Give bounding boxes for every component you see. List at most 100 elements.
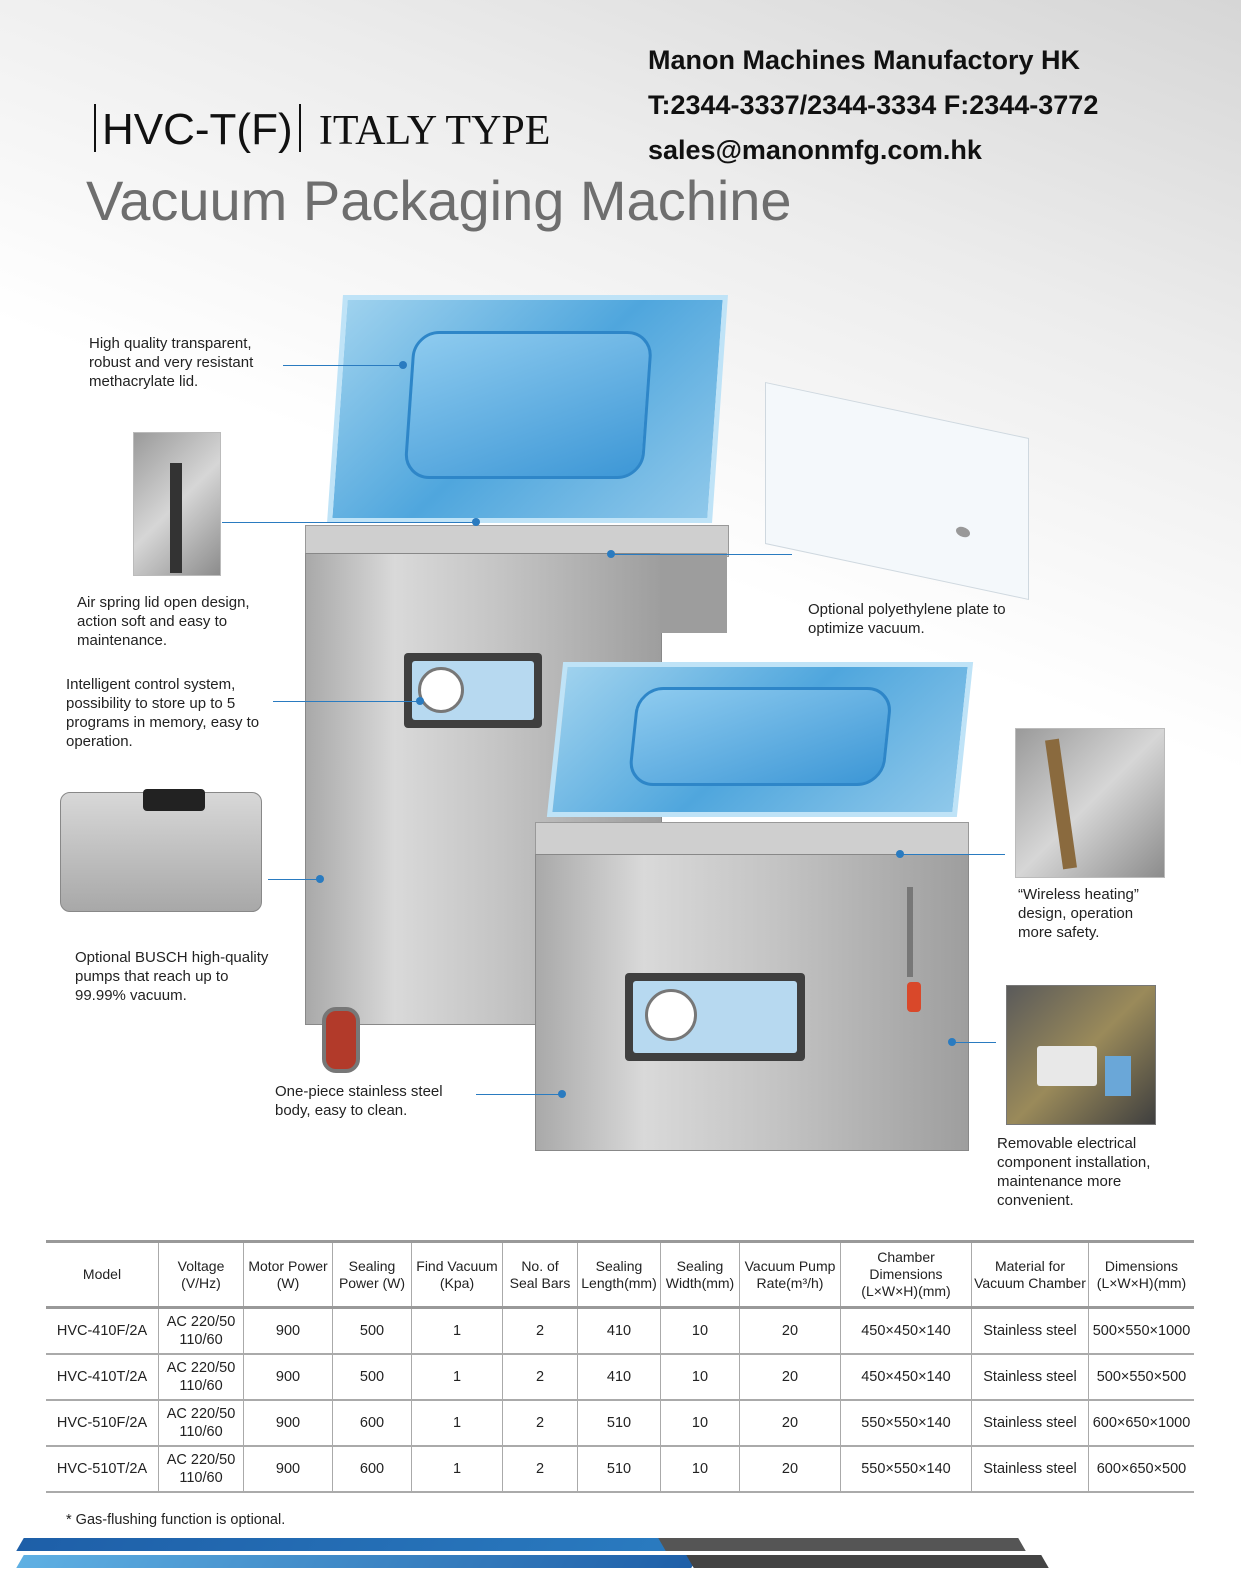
callout-lid: High quality transparent, robust and ver…: [89, 335, 254, 390]
cell-sealing-power: 600: [332, 1446, 412, 1493]
lid-handle: [907, 887, 913, 977]
air-spring-icon: [170, 463, 182, 573]
tall-machine-lid: [327, 295, 728, 523]
chamber-rim: [305, 525, 729, 557]
air-spring-photo: [133, 432, 221, 576]
cell-model: HVC-410T/2A: [46, 1354, 159, 1401]
callout-body: One-piece stainless steel body, easy to …: [275, 1083, 443, 1119]
circuit-board-icon: [1037, 1046, 1097, 1086]
title-divider: [298, 104, 301, 152]
callout-lid-dot: [399, 361, 407, 369]
cell-sealing-width: 10: [660, 1354, 740, 1401]
callout-plate-dot: [607, 550, 615, 558]
callout-electrical-dot: [948, 1038, 956, 1046]
callout-plate: Optional polyethylene plate to optimize …: [808, 601, 1006, 637]
table-header-row: Model Voltage(V/Hz) Motor Power(W) Seali…: [46, 1240, 1194, 1309]
footer-stripe-gray: [686, 1555, 1049, 1568]
cell-model: HVC-510T/2A: [46, 1446, 159, 1493]
col-vacuum: Find Vacuum(Kpa): [411, 1240, 503, 1309]
cell-model: HVC-410F/2A: [46, 1307, 159, 1355]
chamber-rim: [535, 822, 969, 856]
cell-sealing-length: 410: [577, 1354, 661, 1401]
callout-control: Intelligent control system, possibility …: [66, 676, 260, 750]
callout-air-spring-line: [222, 522, 477, 523]
cell-material: Stainless steel: [971, 1354, 1089, 1401]
cell-sealing-power: 500: [332, 1307, 412, 1355]
cell-vacuum: 1: [411, 1400, 503, 1447]
cell-vacuum: 1: [411, 1307, 503, 1355]
callout-heating: “Wireless heating” design, operation mor…: [1018, 886, 1139, 941]
cell-chamber: 450×450×140: [840, 1354, 972, 1401]
email: sales@manonmfg.com.hk: [648, 135, 982, 165]
col-model: Model: [46, 1240, 159, 1309]
company-name: Manon Machines Manufactory HK: [648, 45, 1081, 75]
cell-sealing-length: 410: [577, 1307, 661, 1355]
model-code: HVC-T(F): [102, 105, 293, 154]
electrical-component-photo: [1006, 985, 1156, 1125]
cell-sealing-power: 500: [332, 1354, 412, 1401]
tall-machine-image: [300, 295, 730, 1075]
short-machine-body: [535, 854, 969, 1151]
col-dimensions: Dimensions(L×W×H)(mm): [1088, 1240, 1194, 1309]
cell-sealing-power: 600: [332, 1400, 412, 1447]
emergency-stop-icon: [907, 982, 921, 1012]
model-type: ITALY TYPE: [318, 108, 551, 154]
col-voltage: Voltage(V/Hz): [158, 1240, 244, 1309]
cell-vacuum: 1: [411, 1354, 503, 1401]
company-contact: Manon Machines Manufactory HK T:2344-333…: [648, 38, 1098, 173]
cell-sealing-width: 10: [660, 1307, 740, 1355]
vacuum-gauge-icon: [645, 989, 697, 1041]
callout-body-line: [476, 1094, 562, 1095]
short-machine-lid: [546, 662, 974, 817]
cell-chamber: 550×550×140: [840, 1446, 972, 1493]
footnote: * Gas-flushing function is optional.: [66, 1512, 286, 1528]
cell-chamber: 550×550×140: [840, 1400, 972, 1447]
cell-material: Stainless steel: [971, 1307, 1089, 1355]
callout-plate-line: [612, 554, 792, 555]
cell-motor-power: 900: [243, 1446, 333, 1493]
footer-stripe-blue-dark: [16, 1538, 684, 1551]
cell-pump-rate: 20: [739, 1354, 841, 1401]
heating-bar-icon: [1045, 738, 1077, 870]
callout-control-dot: [416, 697, 424, 705]
cell-sealing-width: 10: [660, 1446, 740, 1493]
phone-fax: T:2344-3337/2344-3334 F:2344-3772: [648, 90, 1099, 120]
callout-lid-line: [283, 365, 403, 366]
callout-pump: Optional BUSCH high-quality pumps that r…: [75, 949, 269, 1004]
cell-material: Stainless steel: [971, 1400, 1089, 1447]
cell-pump-rate: 20: [739, 1307, 841, 1355]
cell-motor-power: 900: [243, 1354, 333, 1401]
heating-bar-photo: [1015, 728, 1165, 878]
cell-seal-bars: 2: [502, 1400, 578, 1447]
footer-stripe-blue-light: [16, 1555, 699, 1568]
cell-seal-bars: 2: [502, 1354, 578, 1401]
control-panel: [404, 653, 542, 728]
cell-vacuum: 1: [411, 1446, 503, 1493]
lid-window: [627, 687, 894, 786]
cell-dimensions: 600×650×500: [1088, 1446, 1194, 1493]
cell-dimensions: 600×650×1000: [1088, 1400, 1194, 1447]
col-chamber-dimensions: Chamber Dimensions(L×W×H)(mm): [840, 1240, 972, 1309]
relay-icon: [1105, 1056, 1131, 1096]
title-divider: [94, 104, 96, 152]
cell-model: HVC-510F/2A: [46, 1400, 159, 1447]
vacuum-gauge-icon: [418, 667, 464, 713]
plate-hole-icon: [956, 525, 970, 539]
pump-cap-icon: [143, 789, 205, 811]
callout-electrical: Removable electrical component installat…: [997, 1135, 1151, 1209]
callout-air-spring-dot: [472, 518, 480, 526]
spec-table: Model Voltage(V/Hz) Motor Power(W) Seali…: [46, 1240, 1194, 1493]
footer-stripe-gray: [658, 1538, 1026, 1551]
cell-sealing-width: 10: [660, 1400, 740, 1447]
callout-pump-dot: [316, 875, 324, 883]
